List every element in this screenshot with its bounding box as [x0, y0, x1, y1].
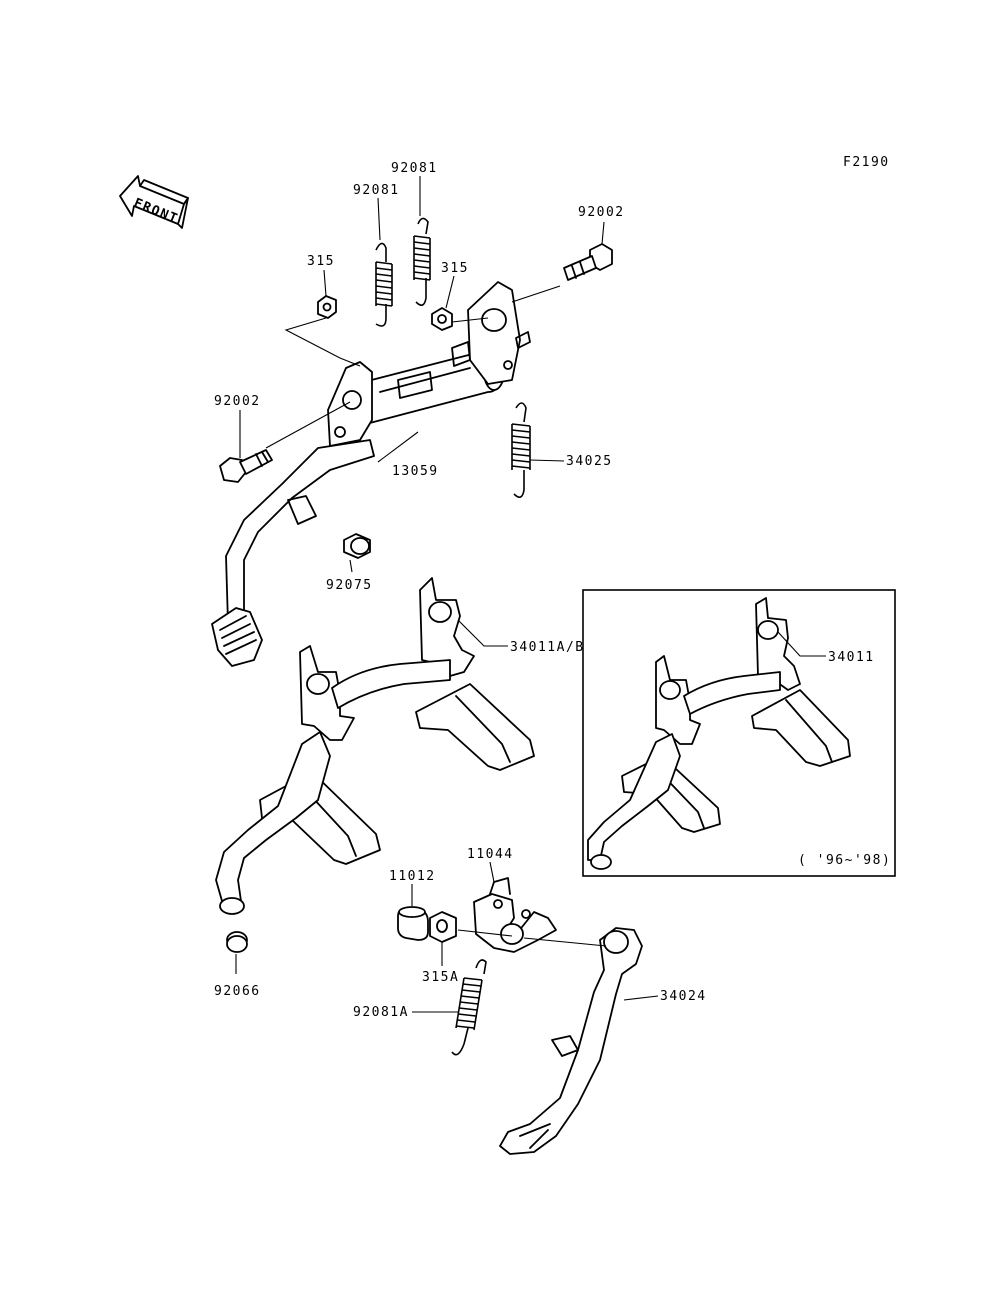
callout-92081-b: 92081 [391, 161, 438, 176]
callout-92075: 92075 [326, 578, 373, 593]
callout-34011: 34011 [828, 650, 875, 665]
collar-11012 [397, 906, 429, 941]
spring-92081a [451, 959, 487, 1056]
brake-pedal-assembly [211, 281, 531, 667]
bolt-92002-right [563, 243, 613, 281]
front-arrow-icon: FRONT [119, 175, 189, 229]
cap-92075 [343, 533, 371, 559]
callout-92066: 92066 [214, 984, 261, 999]
spring-92081-b [413, 217, 431, 306]
nut-315-right [431, 307, 453, 331]
callout-13059: 13059 [392, 464, 439, 479]
inset-box: ( '96~'98) [582, 589, 896, 877]
callout-34024: 34024 [660, 989, 707, 1004]
callout-92002-left: 92002 [214, 394, 261, 409]
bracket-11044 [473, 877, 557, 953]
cap-92066 [226, 931, 248, 953]
callout-92081-a: 92081 [353, 183, 400, 198]
callout-315a: 315A [422, 970, 459, 985]
callout-34025: 34025 [566, 454, 613, 469]
callout-315-left: 315 [307, 254, 335, 269]
spring-34025 [511, 402, 531, 498]
callout-92002-right: 92002 [578, 205, 625, 220]
callout-11044: 11044 [467, 847, 514, 862]
nut-315-left [317, 295, 337, 319]
callout-11012: 11012 [389, 869, 436, 884]
callout-315-right: 315 [441, 261, 469, 276]
side-stand-34024 [499, 927, 643, 1155]
brake-pedal-pad [211, 607, 263, 667]
spring-92081-a [375, 242, 393, 327]
figure-code: F2190 [843, 155, 890, 170]
callout-34011ab: 34011A/B [510, 640, 585, 655]
nut-315a [429, 911, 457, 943]
leader-lines [235, 176, 826, 1013]
center-stand-34011ab [215, 577, 535, 915]
center-stand-34011 [587, 597, 851, 870]
bolt-92002-left [219, 449, 273, 483]
inset-years-label: ( '96~'98) [798, 853, 891, 868]
callout-92081a: 92081A [353, 1005, 409, 1020]
